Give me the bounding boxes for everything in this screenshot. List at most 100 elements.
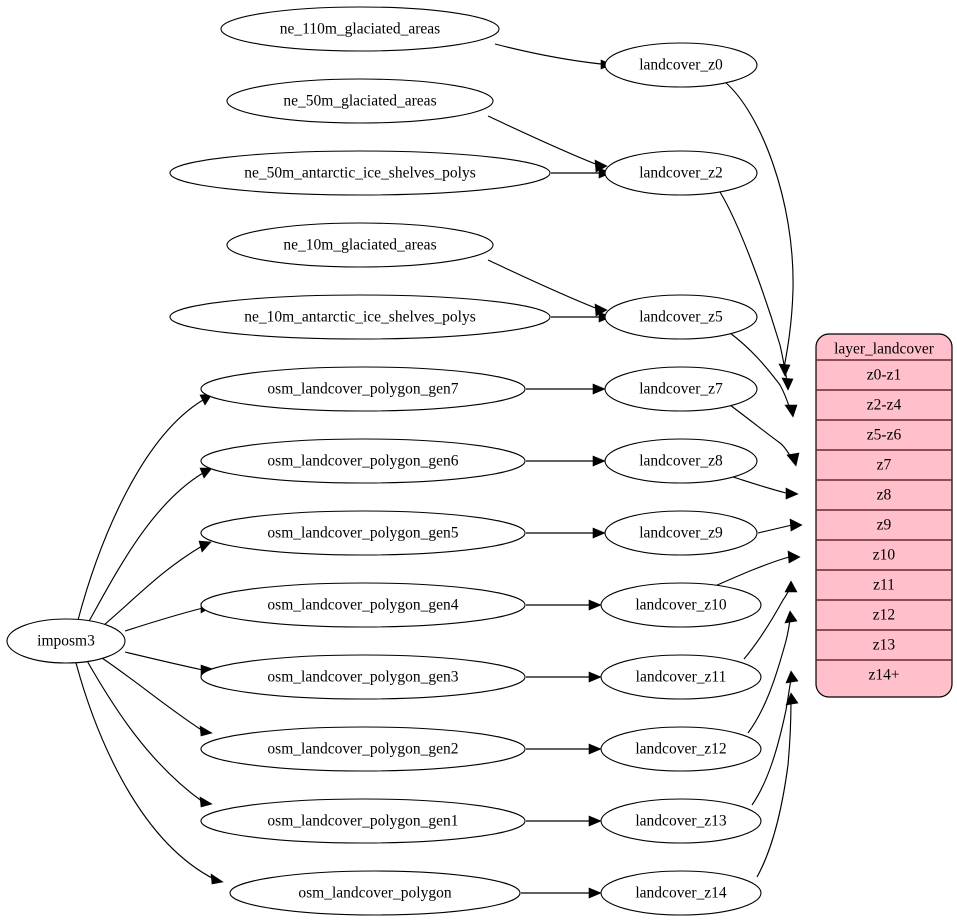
record-table-layer: layer_landcoverz0-z1z2-z4z5-z6z7z8z9z10z… <box>815 333 953 698</box>
arrowhead-icon <box>592 527 606 539</box>
node-shape-input <box>200 798 526 844</box>
record-row-z13[interactable] <box>816 630 952 660</box>
record-row-z11[interactable] <box>816 570 952 600</box>
record-row-z7[interactable] <box>816 450 952 480</box>
arrowhead-icon <box>199 725 213 737</box>
node-shape-input <box>229 870 521 916</box>
arrowhead-icon <box>588 815 602 827</box>
node-shape-layer <box>600 726 762 772</box>
edge-landcover_z8-to-row_z8 <box>732 476 787 494</box>
node-landcover_z8[interactable]: landcover_z8 <box>604 438 758 484</box>
arrowhead-icon <box>789 518 803 532</box>
record-row-z8[interactable] <box>816 480 952 510</box>
node-landcover_z7[interactable]: landcover_z7 <box>604 366 758 412</box>
record-body <box>815 333 953 698</box>
node-ne_10m_glaciated_areas[interactable]: ne_10m_glaciated_areas <box>226 222 494 268</box>
node-shape-input <box>220 6 500 52</box>
node-landcover_z10[interactable]: landcover_z10 <box>600 582 762 628</box>
edge-landcover_z9-to-row_z9 <box>757 524 793 534</box>
edge-imposm3-to-osm_landcover_polygon_gen2 <box>101 657 204 732</box>
arrowhead-icon <box>592 455 606 467</box>
node-landcover_z13[interactable]: landcover_z13 <box>600 798 762 844</box>
record-row-z12[interactable] <box>816 600 952 630</box>
edge-landcover_z0-to-row_z0-z1 <box>724 81 794 369</box>
node-shape-input <box>200 366 526 412</box>
node-shape-layer <box>604 42 758 88</box>
arrowheads-layer <box>198 59 803 899</box>
node-osm_landcover_polygon_gen5[interactable]: osm_landcover_polygon_gen5 <box>200 510 526 556</box>
node-shape-input <box>200 726 526 772</box>
node-landcover_z12[interactable]: landcover_z12 <box>600 726 762 772</box>
edge-imposm3-to-osm_landcover_polygon_gen3 <box>124 651 204 671</box>
arrowhead-icon <box>785 670 799 684</box>
node-shape-layer <box>604 366 758 412</box>
arrowhead-icon <box>198 540 212 553</box>
arrowhead-icon <box>785 692 799 706</box>
edge-imposm3-to-osm_landcover_polygon_gen4 <box>124 607 204 632</box>
record-row-z5-z6[interactable] <box>816 420 952 450</box>
node-shape-input <box>200 582 526 628</box>
arrowhead-icon <box>588 743 602 755</box>
node-osm_landcover_polygon_gen6[interactable]: osm_landcover_polygon_gen6 <box>200 438 526 484</box>
arrowhead-icon <box>786 452 800 467</box>
edge-imposm3-to-osm_landcover_polygon_gen7 <box>77 399 204 621</box>
node-landcover_z14[interactable]: landcover_z14 <box>600 870 762 916</box>
node-landcover_z0[interactable]: landcover_z0 <box>604 42 758 88</box>
arrowhead-icon <box>785 487 799 500</box>
node-shape-layer <box>600 654 762 700</box>
record-row-z10[interactable] <box>816 540 952 570</box>
node-ne_50m_glaciated_areas[interactable]: ne_50m_glaciated_areas <box>226 78 494 124</box>
arrowhead-icon <box>199 796 213 808</box>
node-shape-input <box>200 510 526 556</box>
node-osm_landcover_polygon[interactable]: osm_landcover_polygon <box>229 870 521 916</box>
node-osm_landcover_polygon_gen4[interactable]: osm_landcover_polygon_gen4 <box>200 582 526 628</box>
node-landcover_z2[interactable]: landcover_z2 <box>604 150 758 196</box>
edge-landcover_z7-to-row_z7 <box>729 404 793 460</box>
arrowhead-icon <box>781 377 794 391</box>
node-osm_landcover_polygon_gen7[interactable]: osm_landcover_polygon_gen7 <box>200 366 526 412</box>
node-ne_10m_antarctic_ice_shelves_polys[interactable]: ne_10m_antarctic_ice_shelves_polys <box>169 294 551 340</box>
arrowhead-icon <box>784 404 798 418</box>
node-shape-layer <box>600 870 762 916</box>
record-table-layer_landcover[interactable]: layer_landcoverz0-z1z2-z4z5-z6z7z8z9z10z… <box>815 333 953 698</box>
node-landcover_z5[interactable]: landcover_z5 <box>604 294 758 340</box>
edge-landcover_z5-to-row_z5-z6 <box>729 332 791 410</box>
arrowhead-icon <box>784 610 798 624</box>
record-row-z14+[interactable] <box>816 660 952 690</box>
arrowhead-icon <box>592 383 606 395</box>
node-shape-input <box>226 222 494 268</box>
node-shape-source <box>6 618 126 664</box>
arrowhead-icon <box>787 550 801 564</box>
arrowhead-icon <box>588 887 602 899</box>
edge-imposm3-to-osm_landcover_polygon_gen1 <box>85 658 204 803</box>
nodes-layer: imposm3 ne_110m_glaciated_areas ne_50m_gla… <box>6 6 762 916</box>
record-row-z9[interactable] <box>816 510 952 540</box>
arrowhead-icon <box>588 671 602 683</box>
node-shape-layer <box>604 150 758 196</box>
node-shape-layer <box>600 582 762 628</box>
node-osm_landcover_polygon_gen2[interactable]: osm_landcover_polygon_gen2 <box>200 726 526 772</box>
edge-landcover_z10-to-row_z10 <box>714 556 790 587</box>
arrowhead-icon <box>199 467 213 479</box>
node-shape-input <box>169 150 551 196</box>
node-osm_landcover_polygon_gen3[interactable]: osm_landcover_polygon_gen3 <box>200 654 526 700</box>
node-landcover_z11[interactable]: landcover_z11 <box>600 654 762 700</box>
edge-ne_10m_glaciated_areas-to-landcover_z5 <box>487 259 599 310</box>
node-osm_landcover_polygon_gen1[interactable]: osm_landcover_polygon_gen1 <box>200 798 526 844</box>
arrowhead-icon <box>210 873 224 885</box>
node-shape-input <box>169 294 551 340</box>
node-shape-input <box>226 78 494 124</box>
edge-imposm3-to-osm_landcover_polygon_gen5 <box>103 545 203 626</box>
node-ne_110m_glaciated_areas[interactable]: ne_110m_glaciated_areas <box>220 6 500 52</box>
node-shape-input <box>200 438 526 484</box>
node-ne_50m_antarctic_ice_shelves_polys[interactable]: ne_50m_antarctic_ice_shelves_polys <box>169 150 551 196</box>
node-imposm3[interactable]: imposm3 <box>6 618 126 664</box>
arrowhead-icon <box>588 599 602 611</box>
edge-imposm3-to-osm_landcover_polygon_gen6 <box>87 472 204 624</box>
record-row-z0-z1[interactable] <box>816 360 952 390</box>
node-shape-layer <box>600 798 762 844</box>
edge-ne_110m_glaciated_areas-to-landcover_z0 <box>494 43 602 65</box>
record-row-z2-z4[interactable] <box>816 390 952 420</box>
node-landcover_z9[interactable]: landcover_z9 <box>604 510 758 556</box>
